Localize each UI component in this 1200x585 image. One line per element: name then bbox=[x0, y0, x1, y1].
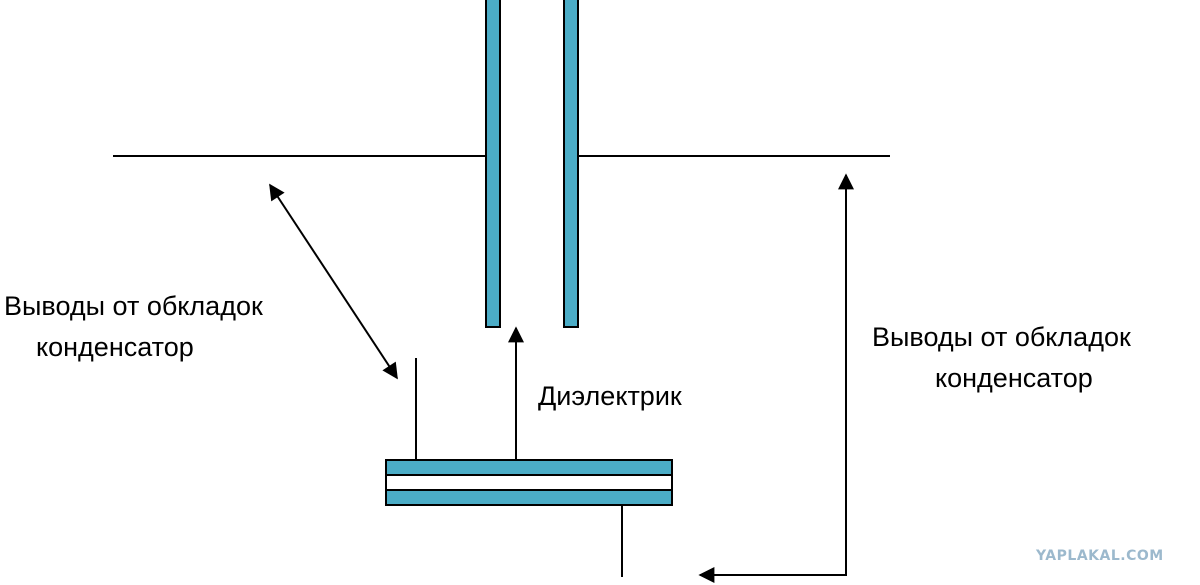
left-leads-label-line1: Выводы от обкладок bbox=[4, 291, 263, 321]
small-top-plate bbox=[385, 459, 673, 476]
leads-arrow-left bbox=[269, 183, 398, 380]
small-bottom-plate bbox=[385, 489, 673, 506]
dielectric-label: Диэлектрик bbox=[538, 381, 682, 411]
leads-arrow-right bbox=[698, 173, 854, 583]
left-leads-label-line2: конденсатор bbox=[36, 332, 194, 362]
right-plate bbox=[563, 0, 579, 328]
watermark: YAPLAKAL.COM bbox=[1036, 548, 1164, 564]
small-dielectric bbox=[385, 474, 673, 491]
right-leads-label-line1: Выводы от обкладок bbox=[872, 322, 1131, 352]
left-plate bbox=[485, 0, 501, 328]
right-leads-label-line2: конденсатор bbox=[935, 363, 1093, 393]
